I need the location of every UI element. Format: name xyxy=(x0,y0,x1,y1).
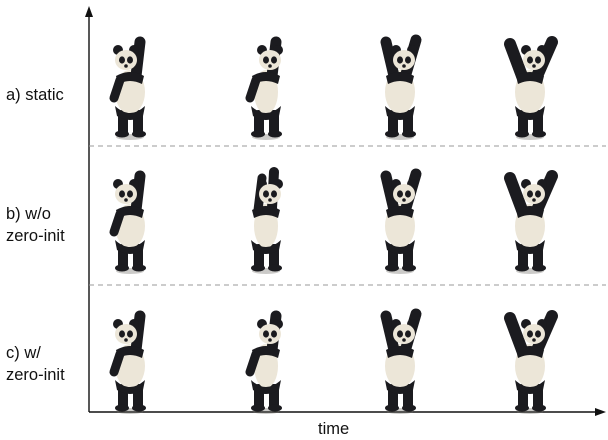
panda-frame-image xyxy=(500,30,560,142)
row-label-without-zero-init: b) w/o zero-init xyxy=(6,203,88,247)
row-label-line: zero-init xyxy=(6,366,65,384)
panda-frame-image xyxy=(100,304,160,416)
panda-frame-image xyxy=(238,304,298,416)
row-label-static: a) static xyxy=(6,84,88,106)
row-label-line: a) static xyxy=(6,86,64,104)
panda-frame-image xyxy=(370,304,430,416)
panda-frame-image xyxy=(500,304,560,416)
x-axis-label: time xyxy=(318,420,350,438)
x-axis-arrow-icon xyxy=(595,408,606,416)
panda-frame-image xyxy=(370,30,430,142)
panda-frame-image xyxy=(238,30,298,142)
panda-frame-image xyxy=(370,164,430,276)
row-label-line: zero-init xyxy=(6,227,65,245)
panda-frame-image xyxy=(100,164,160,276)
row-label-with-zero-init: c) w/ zero-init xyxy=(6,342,88,386)
panda-frame-image xyxy=(238,164,298,276)
panda-frame-image xyxy=(100,30,160,142)
y-axis-arrow-icon xyxy=(85,6,93,17)
row-label-line: c) w/ xyxy=(6,344,41,362)
panda-frame-image xyxy=(500,164,560,276)
row-label-line: b) w/o xyxy=(6,205,51,223)
